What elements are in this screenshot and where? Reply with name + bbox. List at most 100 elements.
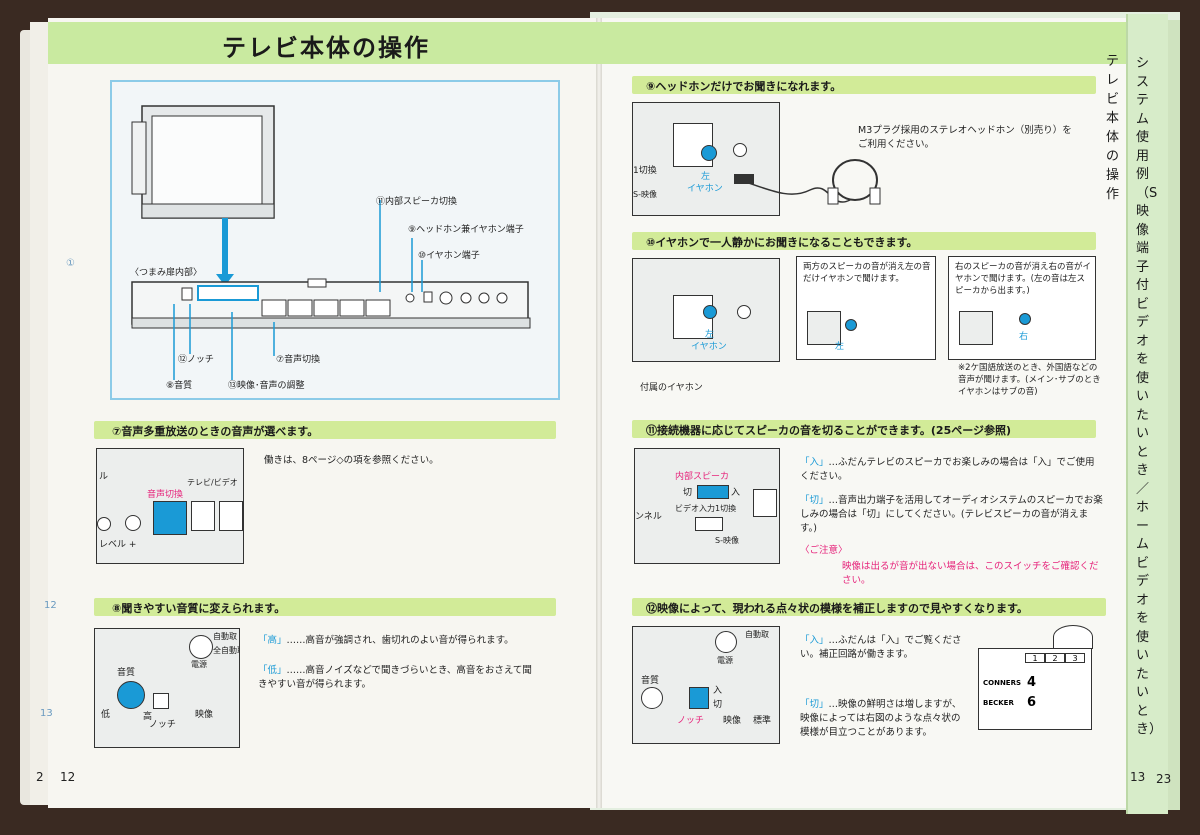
illus-label: 内部スピーカ (675, 472, 730, 482)
illus-label: 入 (713, 686, 723, 696)
section9-illustration: 左 イヤホン 1切換 S-映像 (632, 102, 780, 216)
section8-item-low: 「低」……高音ノイズなどで聞きづらいとき、高音をおさえて聞きやすい音が得られます… (258, 664, 538, 692)
header-band (48, 22, 1126, 64)
illus-label: 自動取 (213, 632, 237, 641)
illus-label: 切 (683, 488, 693, 498)
header-cell: 2 (1045, 653, 1065, 663)
item-key: 「低」 (258, 665, 287, 676)
jack (1019, 313, 1031, 325)
item-key: 「切」 (800, 495, 829, 506)
jack-plate (807, 311, 841, 345)
illus-label: イヤホン (687, 184, 723, 194)
label-sound-switch: ⑦音声切換 (276, 355, 321, 365)
illus-label: テレビ/ビデオ (187, 478, 238, 487)
jack-plate (959, 311, 993, 345)
illus-label: 電源 (191, 660, 207, 669)
label-panel-inside: 〈つまみ扉内部〉 (130, 268, 203, 278)
jack-plate (753, 489, 777, 517)
section12-title: ⑫映像によって、現われる点々状の模様を補正しますので見やすくなります。 (646, 602, 1028, 615)
item-key: 「入」 (800, 457, 829, 468)
index-tab-text: システム使用例（S映像端子付ビデオを使いたいとき／ホームビデオを使いたいとき） (1136, 56, 1163, 737)
tv-illustration (131, 105, 531, 380)
page-number: 12 (60, 770, 76, 784)
label-speaker-switch: ⑪内部スピーカ切換 (376, 197, 458, 207)
left-ear-text: 両方のスピーカの音が消え左の音だけイヤホンで聞けます。 (803, 262, 931, 284)
page-title: テレビ本体の操作 (222, 34, 430, 62)
illus-label: ンネル (635, 512, 662, 522)
section7-title: ⑦音声多重放送のときの音声が選べます。 (112, 425, 319, 438)
earphone-jack (737, 305, 751, 319)
left-ear-box: 両方のスピーカの音が消え左の音だけイヤホンで聞けます。 左 (796, 256, 936, 360)
table-row-value: 4 (1027, 675, 1037, 690)
booklet-spine (596, 18, 602, 808)
illus-label: ノッチ (677, 716, 704, 726)
section11-item-on: 「入」…ふだんテレビのスピーカでお楽しみの場合は「入」でご使用ください。 (800, 456, 1104, 484)
item-key: 「入」 (800, 635, 829, 646)
headphone-illustration (734, 159, 881, 205)
illus-label: 切 (713, 700, 723, 710)
right-ear-text: 右のスピーカの音が消え右の音がイヤホンで聞けます。(左の音は左スピーカから出ます… (955, 262, 1092, 296)
label-adjust: ⑬映像･音声の調整 (228, 381, 305, 391)
illus-label: 左 (705, 330, 715, 340)
margin-number: 13 (40, 708, 53, 719)
right-ear-box: 右のスピーカの音が消え右の音がイヤホンで聞けます。(左の音は左スピーカから出ます… (948, 256, 1096, 360)
section7-body: 働きは、8ページ◇の項を参照ください。 (264, 455, 439, 466)
section-vertical-title: テレビ本体の操作 (1106, 54, 1120, 202)
table-header: 1 2 3 (1025, 653, 1085, 663)
section7-bar (94, 421, 556, 439)
panel-button (191, 501, 215, 531)
section10-illustration: 左 イヤホン (632, 258, 780, 362)
illus-label: 高 (143, 712, 153, 722)
section10-bar (632, 232, 1096, 250)
panel-button (219, 501, 243, 531)
page-number: 13 (1130, 770, 1146, 784)
section12-item-off: 「切」…映像の鮮明さは増しますが、映像によっては右図のような点々状の模様が目立つ… (800, 698, 970, 740)
table-row-name: BECKER (983, 699, 1014, 707)
header-cell: 1 (1025, 653, 1045, 663)
section7-illustration: 音声切換 テレビ/ビデオ レベル + ル (96, 448, 244, 564)
illus-label: ル (99, 472, 109, 482)
caution-text: 映像は出るが音が出ない場合は、このスイッチをご確認ください。 (842, 561, 1099, 586)
label-headphone-jack: ⑨ヘッドホン兼イヤホン端子 (408, 225, 524, 235)
label-notch: ⑫ノッチ (178, 355, 214, 365)
illus-label: ビデオ入力1切換 (675, 504, 737, 513)
knob (125, 515, 141, 531)
notch-switch (153, 693, 169, 709)
illus-label: 音質 (117, 668, 136, 678)
table-row-value: 6 (1027, 695, 1037, 710)
input-switch (695, 517, 723, 531)
index-tab-edge (1168, 20, 1180, 810)
illus-label: 低 (101, 710, 111, 720)
caution-title: 〈ご注意〉 (800, 545, 848, 556)
knob (97, 517, 111, 531)
illus-label: 映像 (195, 710, 214, 720)
illus-label: 標準 (753, 716, 772, 726)
illus-label: 入 (731, 488, 741, 498)
section9-body: M3プラグ採用のステレオヘッドホン（別売り）をご利用ください。 (858, 125, 1072, 150)
page-number: 23 (1156, 772, 1172, 786)
power-knob (189, 635, 213, 659)
section11-illustration: 内部スピーカ 入 切 ビデオ入力1切換 S-映像 ンネル (634, 448, 780, 564)
item-text: ……高音が強調され、歯切れのよい音が得られます。 (286, 635, 514, 646)
section12-item-on: 「入」…ふだんは「入」でご覧ください。補正回路が働きます。 (800, 634, 970, 662)
tv-diagram: ⑪内部スピーカ切換 ⑨ヘッドホン兼イヤホン端子 ⑩イヤホン端子 〈つまみ扉内部〉… (110, 80, 560, 400)
illus-label: ノッチ (149, 720, 176, 730)
section11-item-off: 「切」…音声出力端子を活用してオーディオシステムのスピーカでお楽しみの場合は「切… (800, 494, 1104, 536)
section8-illustration: 音質 低 高 電源 ノッチ 自動取 全自動取 映像 (94, 628, 240, 748)
jack (845, 319, 857, 331)
headphone-jack (703, 305, 717, 319)
illus-label: 音質 (641, 676, 660, 686)
item-text: …ふだんテレビのスピーカでお楽しみの場合は「入」でご使用ください。 (800, 457, 1095, 482)
illus-label: レベル + (99, 540, 137, 550)
sound-switch-button (153, 501, 187, 535)
item-text: …映像の鮮明さは増しますが、映像によっては右図のような点々状の模様が目立つことが… (800, 699, 962, 738)
section8-bar (94, 598, 556, 616)
illus-label: 左 (701, 172, 711, 182)
item-text: …ふだんは「入」でご覧ください。補正回路が働きます。 (800, 635, 962, 660)
section8-title: ⑧聞きやすい音質に変えられます。 (112, 602, 286, 615)
section9-bar (632, 76, 1096, 94)
sample-table: 1 2 3 CONNERS 4 BECKER 6 (978, 625, 1093, 730)
section9-title: ⑨ヘッドホンだけでお聞きになれます。 (646, 80, 842, 93)
notch-switch (689, 687, 709, 709)
caption-attached-earphone: 付属のイヤホン (640, 383, 703, 393)
